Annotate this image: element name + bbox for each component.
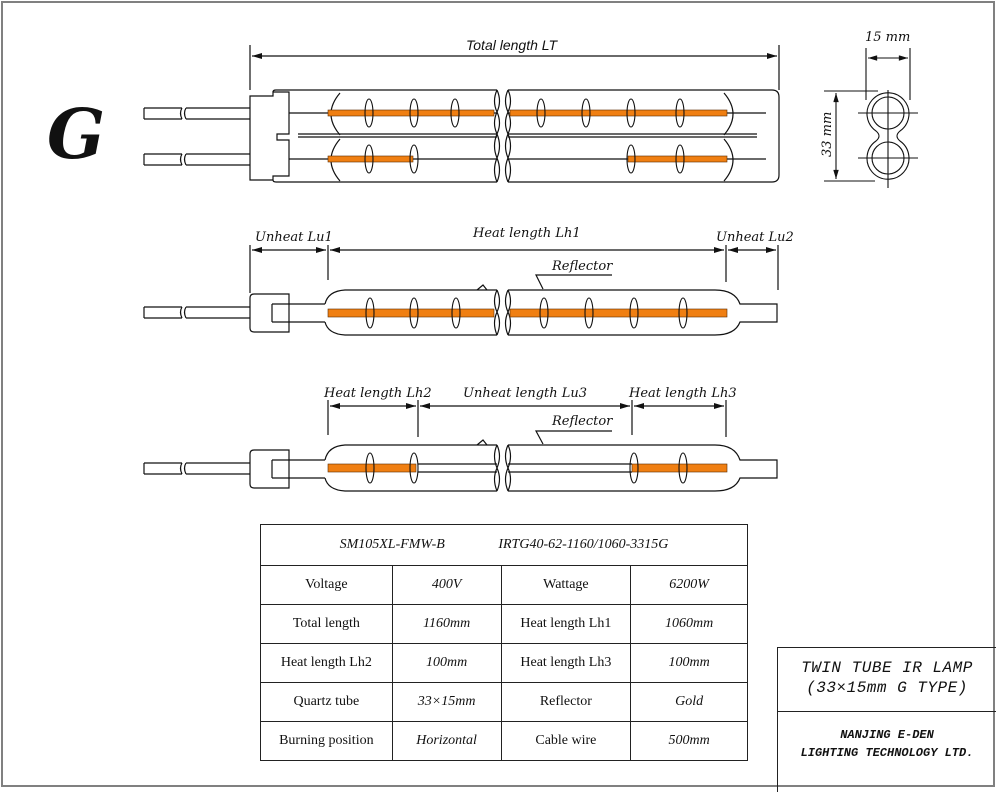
title-line-2: (33×15mm G TYPE) xyxy=(806,679,968,697)
table-row: Quartz tube 33×15mm Reflector Gold xyxy=(260,682,748,722)
filament-bottom-left xyxy=(327,463,417,473)
cross-section xyxy=(824,48,918,188)
table-row: Heat length Lh2 100mm Heat length Lh3 10… xyxy=(260,643,748,683)
spec-label: Voltage xyxy=(260,565,393,605)
top-view xyxy=(143,45,780,183)
table-row: Voltage 400V Wattage 6200W xyxy=(260,565,748,605)
spec-label: Heat length Lh1 xyxy=(500,604,632,644)
middle-view xyxy=(143,245,779,336)
table-row: Burning position Horizontal Cable wire 5… xyxy=(260,721,748,761)
heat-lh2-label: Heat length Lh2 xyxy=(323,386,432,401)
filament-middle-left xyxy=(327,308,495,318)
filament-lower-right xyxy=(627,155,728,163)
support-rings-top xyxy=(364,98,685,174)
connector-block xyxy=(249,91,290,181)
total-length-label: Total length LT xyxy=(466,37,559,53)
filament-middle-right xyxy=(509,308,728,318)
spec-header-row: SM105XL-FMW-B IRTG40-62-1160/1060-3315G xyxy=(260,524,748,566)
spec-value: 1160mm xyxy=(391,604,502,644)
title-block-company: NANJING E-DEN LIGHTING TECHNOLOGY LTD. xyxy=(778,712,996,762)
title-block-title: TWIN TUBE IR LAMP (33×15mm G TYPE) xyxy=(778,648,996,712)
heat-lh1-label: Heat length Lh1 xyxy=(472,226,581,241)
unheat-lu3-label: Unheat length Lu3 xyxy=(463,386,587,401)
unheat-lu2-label: Unheat Lu2 xyxy=(716,230,794,245)
spec-value: Gold xyxy=(630,682,748,722)
spec-header: SM105XL-FMW-B IRTG40-62-1160/1060-3315G xyxy=(260,524,748,566)
filament-segments-top xyxy=(327,109,728,163)
spec-label: Burning position xyxy=(260,721,393,761)
width-dim-label: 15 mm xyxy=(865,30,910,45)
model-number: SM105XL-FMW-B xyxy=(339,537,445,552)
support-rings-bottom xyxy=(365,452,688,484)
table-row: Total length 1160mm Heat length Lh1 1060… xyxy=(260,604,748,644)
spec-label: Heat length Lh2 xyxy=(260,643,393,683)
reflector-label-middle: Reflector xyxy=(551,259,613,274)
spec-value: 1060mm xyxy=(630,604,748,644)
spec-value: 33×15mm xyxy=(391,682,502,722)
spec-label: Total length xyxy=(260,604,393,644)
bottom-view xyxy=(143,400,778,492)
spec-value: 100mm xyxy=(630,643,748,683)
filament-upper-left xyxy=(327,109,495,117)
spec-table: SM105XL-FMW-B IRTG40-62-1160/1060-3315G … xyxy=(260,524,748,761)
title-block: TWIN TUBE IR LAMP (33×15mm G TYPE) NANJI… xyxy=(777,647,996,792)
support-rings-middle xyxy=(365,297,688,329)
height-dim-label: 33 mm xyxy=(820,112,835,157)
type-letter: G xyxy=(47,95,105,175)
spec-value: 6200W xyxy=(630,565,748,605)
spec-value: 500mm xyxy=(630,721,748,761)
filament-lower-left xyxy=(327,155,414,163)
reflector-label-bottom: Reflector xyxy=(551,414,613,429)
cable-lower xyxy=(143,153,250,166)
spec-value: Horizontal xyxy=(391,721,502,761)
heat-lh3-label: Heat length Lh3 xyxy=(628,386,737,401)
spec-label: Wattage xyxy=(500,565,632,605)
filament-upper-right xyxy=(509,109,728,117)
spec-label: Quartz tube xyxy=(260,682,393,722)
spec-label: Reflector xyxy=(500,682,632,722)
company-line-2: LIGHTING TECHNOLOGY LTD. xyxy=(800,746,974,760)
spec-value: 100mm xyxy=(391,643,502,683)
spec-label: Cable wire xyxy=(500,721,632,761)
title-line-1: TWIN TUBE IR LAMP xyxy=(801,659,973,677)
company-line-1: NANJING E-DEN xyxy=(840,728,934,742)
spec-label: Heat length Lh3 xyxy=(500,643,632,683)
unheat-lu1-label: Unheat Lu1 xyxy=(255,230,333,245)
product-code: IRTG40-62-1160/1060-3315G xyxy=(498,537,669,552)
cable-upper xyxy=(143,107,250,120)
spec-value: 400V xyxy=(391,565,502,605)
